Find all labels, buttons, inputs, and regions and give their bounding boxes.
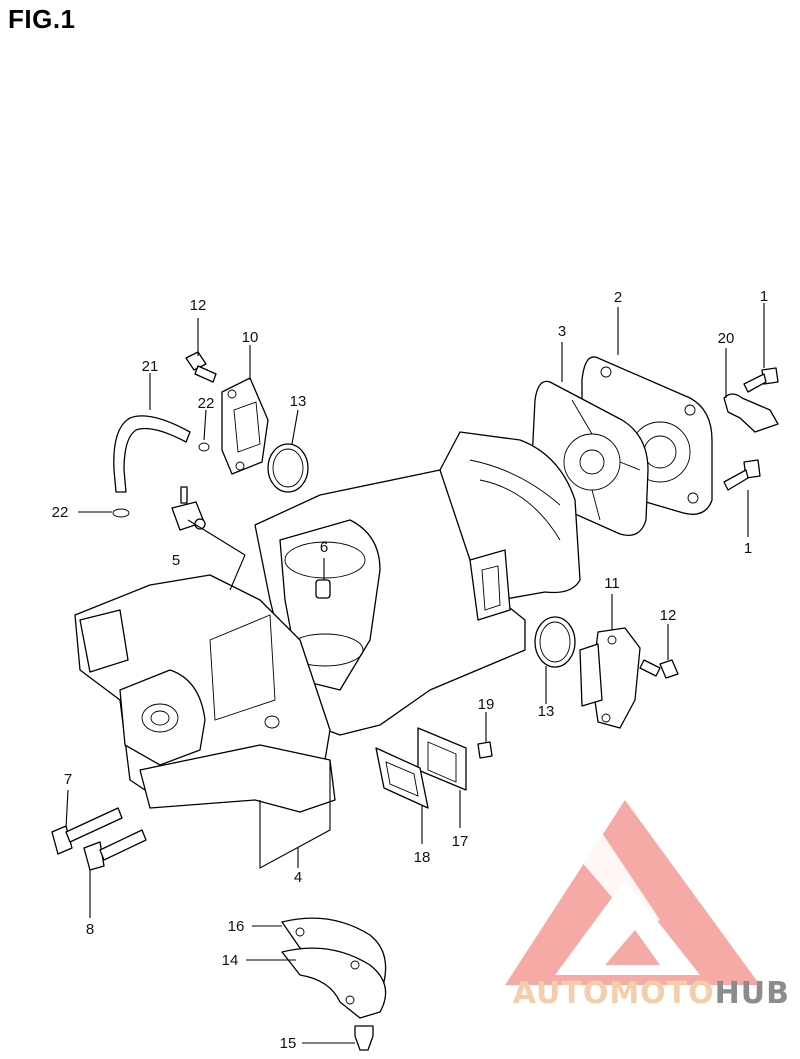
watermark-text-part2: HUB — [714, 976, 790, 1011]
callout-5: 5 — [172, 552, 180, 569]
callout-15: 15 — [280, 1035, 297, 1052]
callout-3: 3 — [558, 323, 566, 340]
callout-7: 7 — [64, 771, 72, 788]
o-ring-part — [267, 443, 309, 493]
callout-17: 17 — [452, 833, 469, 850]
leader-lines — [65, 303, 765, 1044]
watermark-text: AUTOMOTOHUB — [513, 976, 790, 1011]
callout-13: 13 — [538, 703, 555, 720]
bracket-part — [723, 393, 779, 433]
clip-part — [198, 442, 210, 452]
callout-14: 14 — [222, 952, 239, 969]
callout-18: 18 — [414, 849, 431, 866]
watermark-text-part1: AUTOMOTO — [512, 976, 715, 1011]
callout-6: 6 — [320, 539, 328, 556]
hose-part — [113, 415, 191, 493]
callout-2: 2 — [614, 289, 622, 306]
callout-22: 22 — [198, 395, 215, 412]
callout-4: 4 — [294, 869, 302, 886]
callout-11: 11 — [604, 575, 620, 592]
callout-1: 1 — [760, 288, 768, 305]
callout-16: 16 — [228, 918, 245, 935]
fitting-part — [171, 486, 206, 531]
anode-cover-part — [579, 627, 641, 729]
callout-19: 19 — [478, 696, 495, 713]
reed-gasket-part — [375, 727, 467, 809]
callout-1: 1 — [744, 540, 752, 557]
bottom-plate-part — [281, 917, 387, 1019]
callout-22: 22 — [52, 504, 69, 521]
clip-part — [112, 508, 130, 518]
callout-10: 10 — [242, 329, 259, 346]
cover-part — [221, 377, 269, 475]
callout-8: 8 — [86, 921, 94, 938]
cylinder-block-part — [74, 431, 581, 869]
watermark-logo — [505, 800, 760, 985]
callout-13: 13 — [290, 393, 307, 410]
bolt-part — [51, 351, 779, 1051]
callout-12: 12 — [660, 607, 677, 624]
figure-title: FIG.1 — [8, 4, 76, 34]
o-ring-part — [534, 616, 576, 668]
callout-20: 20 — [718, 330, 735, 347]
callout-21: 21 — [142, 358, 159, 375]
callout-12: 12 — [190, 297, 207, 314]
